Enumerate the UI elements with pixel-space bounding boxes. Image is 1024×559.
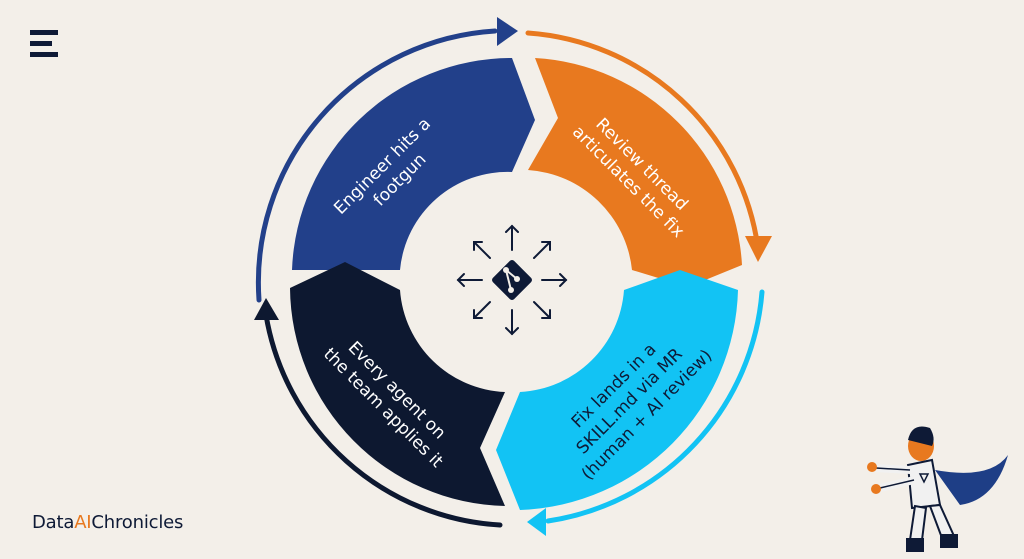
segment-footgun: [292, 57, 535, 271]
segment-review: [528, 58, 742, 287]
arrow-top-navy: [255, 28, 498, 303]
segment-skill: [496, 270, 738, 510]
menu-icon[interactable]: [30, 30, 64, 62]
arrow-left-dark: [263, 312, 503, 528]
arrowhead-cyan: [527, 508, 546, 536]
superhero-mascot: [867, 426, 1008, 552]
arrow-bottom-cyan: [545, 289, 765, 524]
git-branch-icon: [456, 224, 568, 336]
git-diamond: [492, 260, 532, 300]
segment-apply: [290, 262, 505, 506]
arrowhead-navy: [497, 17, 518, 46]
arrowhead-orange: [745, 236, 772, 262]
brand-logo: DataAIChronicles: [32, 512, 184, 533]
arrow-right-orange: [525, 30, 761, 251]
arrowhead-dark: [254, 298, 279, 320]
